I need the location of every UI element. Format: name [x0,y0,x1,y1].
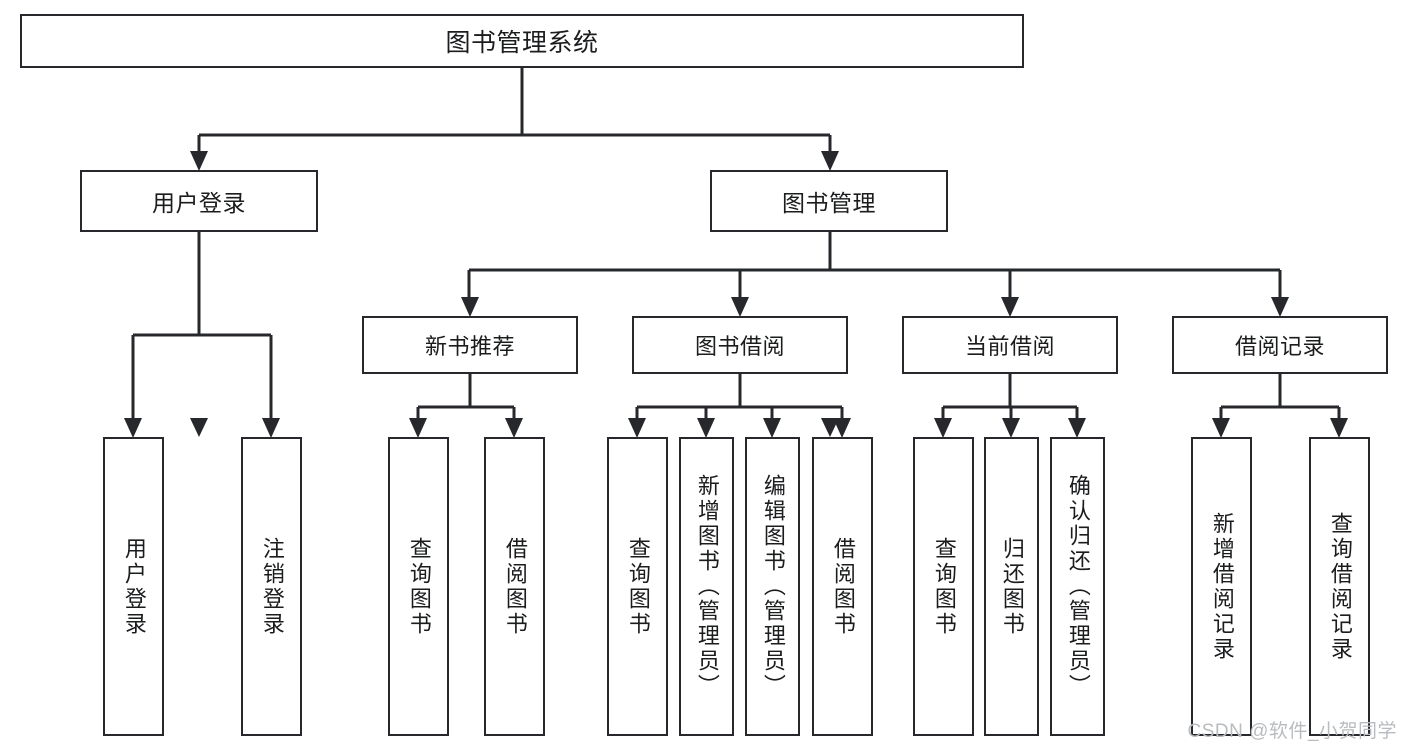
arrowhead-icon [262,418,280,438]
node-current-borrow[interactable]: 当前借阅 [902,316,1118,374]
node-leaf-return-book[interactable]: 归还图书 [984,437,1039,736]
node-leaf-query-book-1-label: 查询图书 [406,536,432,637]
arrowhead-icon [731,297,749,317]
node-leaf-borrow-book-1-label: 借阅图书 [502,536,528,637]
arrowhead-icon [628,418,646,438]
arrowhead-icon [934,418,952,438]
arrowhead-icon [505,418,523,438]
arrowhead-icon [1330,418,1348,438]
arrowhead-icon [190,151,208,171]
arrowhead-icon [1068,418,1086,438]
arrowhead-icon [1271,297,1289,317]
node-leaf-query-book-3-label: 查询图书 [931,536,957,637]
node-book-borrow-label: 图书借阅 [694,334,785,359]
node-leaf-add-book[interactable]: 新增图书（管理员） [679,437,734,736]
node-leaf-user-logout-label: 注销登录 [259,536,285,637]
arrowhead-icon [763,418,781,438]
node-leaf-add-record-label: 新增借阅记录 [1209,511,1235,662]
node-leaf-edit-book[interactable]: 编辑图书（管理员） [745,437,800,736]
node-root[interactable]: 图书管理系统 [20,14,1024,68]
node-leaf-user-login[interactable]: 用户登录 [103,437,164,736]
node-current-borrow-label: 当前借阅 [964,334,1055,359]
arrowhead-icon [461,297,479,317]
node-leaf-query-record-label: 查询借阅记录 [1327,511,1353,662]
node-book-management-label: 图书管理 [782,190,876,216]
arrowhead-icon [1002,418,1020,438]
node-book-management[interactable]: 图书管理 [710,170,948,232]
node-leaf-borrow-book-1[interactable]: 借阅图书 [484,437,545,736]
node-leaf-query-book-1[interactable]: 查询图书 [388,437,449,736]
arrowhead-icon [821,151,839,171]
node-user-login[interactable]: 用户登录 [80,170,318,232]
arrowhead-icon [124,418,142,438]
node-leaf-return-book-label: 归还图书 [999,536,1025,637]
node-new-book-recommend-label: 新书推荐 [424,334,515,359]
node-leaf-query-book-3[interactable]: 查询图书 [913,437,974,736]
arrowhead-icon [1212,418,1230,438]
node-borrow-record-label: 借阅记录 [1234,334,1325,359]
node-leaf-user-logout[interactable]: 注销登录 [241,437,302,736]
arrowhead-user-login [190,418,208,437]
node-leaf-user-login-label: 用户登录 [121,536,147,637]
node-borrow-record[interactable]: 借阅记录 [1172,316,1388,374]
node-leaf-add-record[interactable]: 新增借阅记录 [1191,437,1252,736]
watermark: CSDN @软件_小贺同学 [1187,721,1397,742]
node-user-login-label: 用户登录 [152,190,246,216]
node-leaf-borrow-book-2[interactable]: 借阅图书 [812,437,873,736]
node-leaf-confirm-return[interactable]: 确认归还（管理员） [1050,437,1105,736]
node-root-label: 图书管理系统 [445,29,599,57]
arrowhead-icon [409,418,427,438]
node-leaf-query-book-2[interactable]: 查询图书 [607,437,668,736]
node-book-borrow[interactable]: 图书借阅 [632,316,848,374]
node-leaf-borrow-book-2-label: 借阅图书 [830,536,856,637]
node-leaf-confirm-return-label: 确认归还（管理员） [1065,474,1091,699]
node-leaf-add-book-label: 新增图书（管理员） [694,474,720,699]
arrowhead-icon [833,418,851,438]
node-leaf-query-record[interactable]: 查询借阅记录 [1309,437,1370,736]
arrowhead-icon [1001,297,1019,317]
node-leaf-edit-book-label: 编辑图书（管理员） [760,474,786,699]
arrowhead-icon [697,418,715,438]
node-leaf-query-book-2-label: 查询图书 [625,536,651,637]
node-new-book-recommend[interactable]: 新书推荐 [362,316,578,374]
